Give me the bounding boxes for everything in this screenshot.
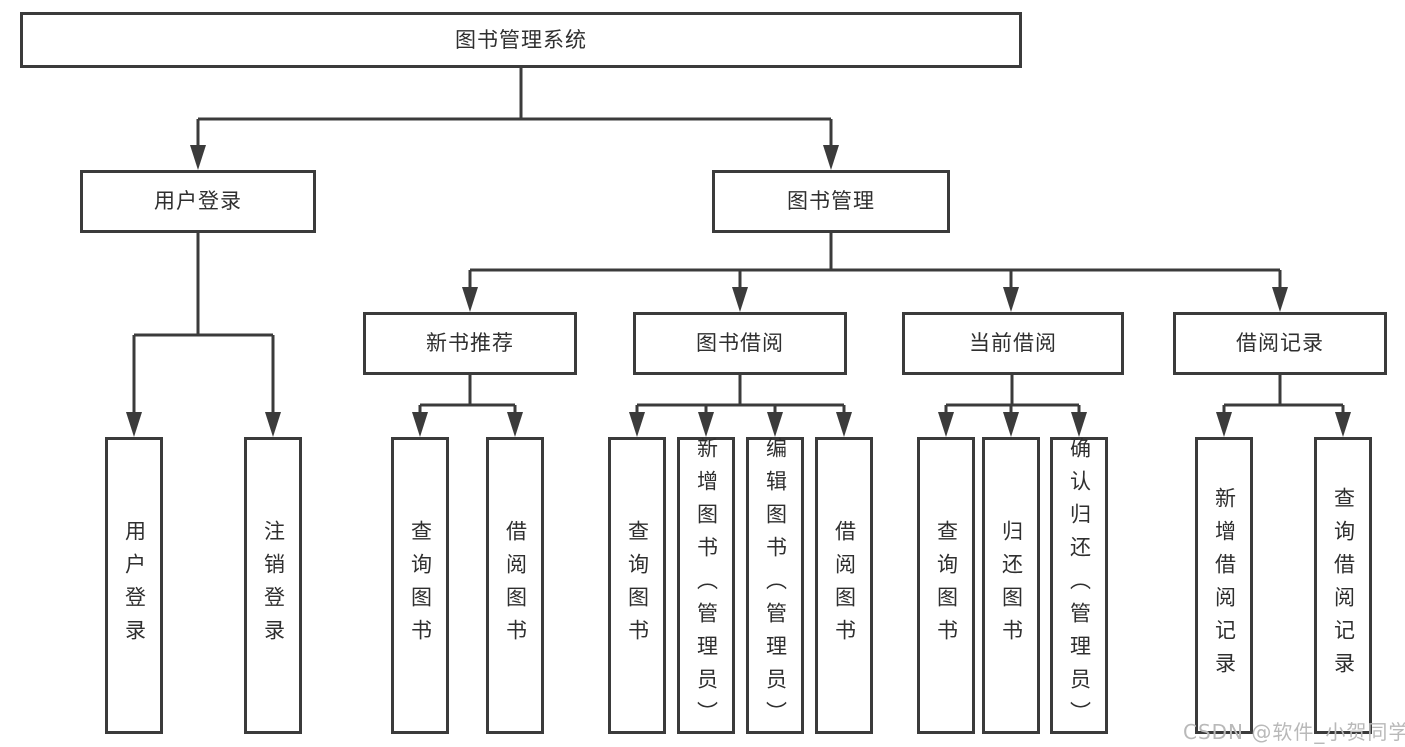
leaf-query-borrow-record: 查询借阅记录 — [1314, 437, 1372, 734]
leaf-query-books-recommend: 查询图书 — [391, 437, 449, 734]
connector-new-book — [418, 375, 517, 413]
connector-current-borrow — [944, 375, 1081, 413]
leaf-borrow-books-recommend: 借阅图书 — [486, 437, 544, 734]
node-user-login: 用户登录 — [80, 170, 316, 233]
arrowheads — [126, 145, 1351, 437]
leaf-logout: 注销登录 — [244, 437, 302, 734]
connector-user-login — [132, 233, 275, 413]
csdn-watermark: CSDN @软件_小贺同学 — [1183, 720, 1405, 744]
connector-book-borrow — [635, 375, 846, 413]
node-borrow-records: 借阅记录 — [1173, 312, 1387, 375]
leaf-borrow-books: 借阅图书 — [815, 437, 873, 734]
node-current-borrow: 当前借阅 — [902, 312, 1124, 375]
connector-borrow-records — [1222, 375, 1345, 413]
leaf-edit-book-admin: 编辑图书（管理员） — [746, 437, 804, 734]
node-book-management: 图书管理 — [712, 170, 950, 233]
leaf-user-login: 用户登录 — [105, 437, 163, 734]
leaf-return-book: 归还图书 — [982, 437, 1040, 734]
node-book-borrow: 图书借阅 — [633, 312, 847, 375]
connector-root — [196, 67, 833, 147]
leaf-query-books-borrow: 查询图书 — [608, 437, 666, 734]
node-library-system: 图书管理系统 — [20, 12, 1022, 68]
node-new-book-recommend: 新书推荐 — [363, 312, 577, 375]
leaf-confirm-return-admin: 确认归还（管理员） — [1050, 437, 1108, 734]
leaf-add-borrow-record: 新增借阅记录 — [1195, 437, 1253, 734]
leaf-add-book-admin: 新增图书（管理员） — [677, 437, 735, 734]
leaf-query-books-current: 查询图书 — [917, 437, 975, 734]
connector-book-management — [468, 233, 1282, 288]
